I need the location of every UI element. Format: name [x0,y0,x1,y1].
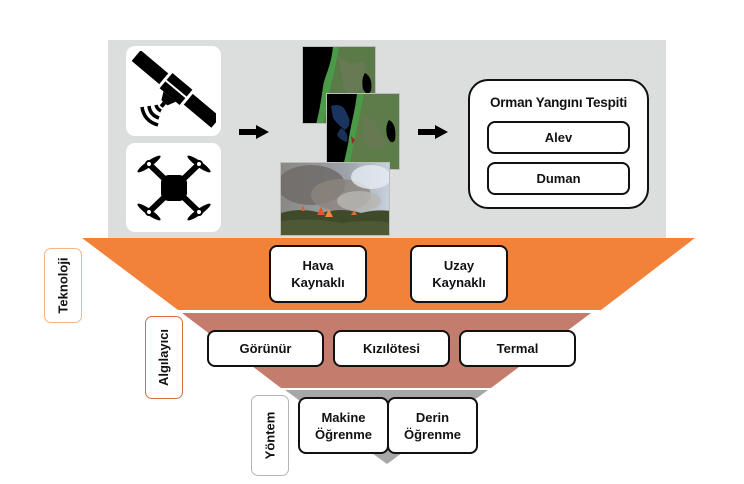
infrared-label: Kızılötesi [362,341,421,356]
sensor-level-label: Algılayıcı [145,316,183,399]
technology-band [82,238,695,310]
arrow-right-icon [418,125,448,139]
drone-icon [136,155,211,220]
airborne-label: Hava Kaynaklı [291,258,345,290]
thermal-label: Termal [496,341,539,356]
flame-label: Alev [544,130,573,145]
deep-learning-label: Derin Öğrenme [403,409,462,442]
satellite-icon [131,51,216,128]
infrared-box: Kızılötesi [333,330,450,367]
technology-level-label: Teknoloji [44,248,82,323]
smoke-box: Duman [487,162,630,195]
forest-fire-photo [280,162,390,236]
spaceborne-label: Uzay Kaynaklı [432,258,486,290]
visible-label: Görünür [239,341,292,356]
deep-learning-box: Derin Öğrenme [387,397,478,454]
spaceborne-box: Uzay Kaynaklı [410,245,508,303]
drone-source [126,143,221,232]
satellite-source [126,46,221,136]
thermal-box: Termal [459,330,576,367]
method-level-label: Yöntem [251,395,289,476]
machine-learning-label: Makine Öğrenme [314,409,373,442]
visible-box: Görünür [207,330,324,367]
smoke-label: Duman [536,171,581,186]
machine-learning-box: Makine Öğrenme [298,397,389,454]
detection-title: Orman Yangını Tespiti [489,95,628,110]
satellite-image-2 [326,93,400,170]
flame-box: Alev [487,121,630,154]
arrow-right-icon [239,125,269,139]
airborne-box: Hava Kaynaklı [269,245,367,303]
